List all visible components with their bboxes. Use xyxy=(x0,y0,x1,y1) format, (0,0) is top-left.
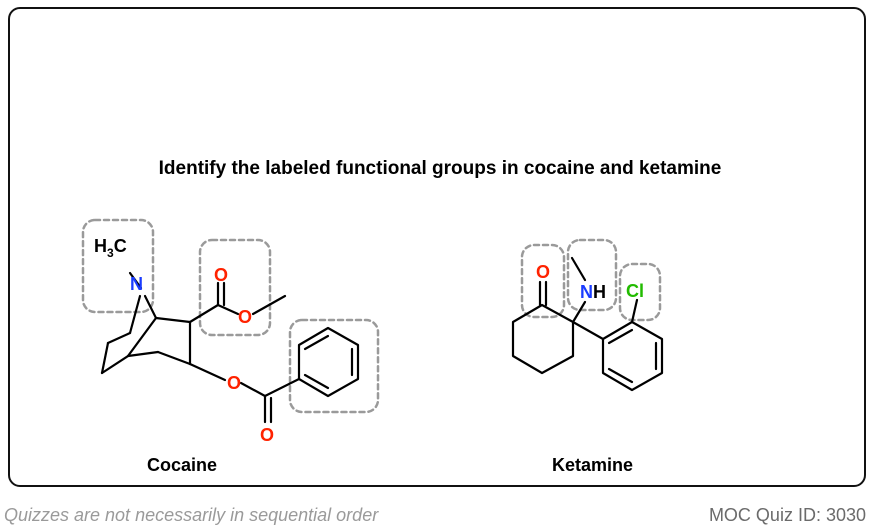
ester-bond xyxy=(188,362,227,382)
ketamine-label: Ketamine xyxy=(552,455,634,475)
ring-bond xyxy=(126,316,158,358)
ketamine-structure xyxy=(511,238,664,392)
amine-bond xyxy=(571,300,587,324)
ring-bond xyxy=(154,316,192,324)
aryl-bond xyxy=(571,320,605,341)
quiz-id: MOC Quiz ID: 3030 xyxy=(708,505,866,525)
cyclohexane-ring xyxy=(511,303,575,375)
chlorophenyl-ring xyxy=(601,320,664,392)
methyl-n-bond xyxy=(128,271,143,290)
ketamine-chlorine: Cl xyxy=(626,281,644,301)
amine-highlight-box-ketamine[interactable] xyxy=(566,238,618,312)
chloride-highlight-box[interactable] xyxy=(618,262,662,322)
ring-bond xyxy=(100,341,110,375)
ring-bond xyxy=(126,350,160,358)
ketamine-ketone-o: O xyxy=(536,262,550,282)
footer-note: Quizzes are not necessarily in sequentia… xyxy=(4,505,379,525)
cocaine-label: Cocaine xyxy=(147,455,218,475)
methoxy-bond xyxy=(251,294,287,316)
bridge-bond-left xyxy=(128,294,142,335)
ring-bond xyxy=(100,354,130,375)
cocaine-benzoate-o-double: O xyxy=(260,425,274,445)
ester-bond xyxy=(216,303,240,316)
benzene-highlight-box[interactable] xyxy=(288,318,380,414)
aromatic-bond xyxy=(303,334,330,351)
quiz-card xyxy=(8,7,866,487)
aromatic-bond xyxy=(607,328,634,345)
ring-bond xyxy=(106,331,132,345)
ester-highlight-box[interactable] xyxy=(198,238,272,337)
cocaine-structure xyxy=(81,218,380,424)
cocaine-benzoate-o-single: O xyxy=(227,373,241,393)
aromatic-bond xyxy=(607,367,634,384)
ester-bond xyxy=(188,303,220,324)
benzene-ring xyxy=(297,326,360,398)
ketone-highlight-box[interactable] xyxy=(520,243,566,319)
cocaine-nitrogen: N xyxy=(130,274,143,294)
n-methyl-bond xyxy=(570,256,587,282)
cocaine-ester-o-double: O xyxy=(214,265,228,285)
cocaine-ester-o-single: O xyxy=(238,307,252,327)
amine-highlight-box[interactable] xyxy=(81,218,155,314)
ring-bond xyxy=(156,350,192,366)
ring-attach-bond xyxy=(263,377,301,398)
ester-bond xyxy=(239,381,267,398)
ketamine-amine-n: NH xyxy=(580,282,606,302)
cocaine-methyl-label: H3C xyxy=(94,236,127,260)
question-prompt: Identify the labeled functional groups i… xyxy=(158,158,722,179)
aromatic-bond xyxy=(303,373,330,390)
c-cl-bond xyxy=(630,298,639,324)
bridge-bond-right xyxy=(143,294,158,320)
